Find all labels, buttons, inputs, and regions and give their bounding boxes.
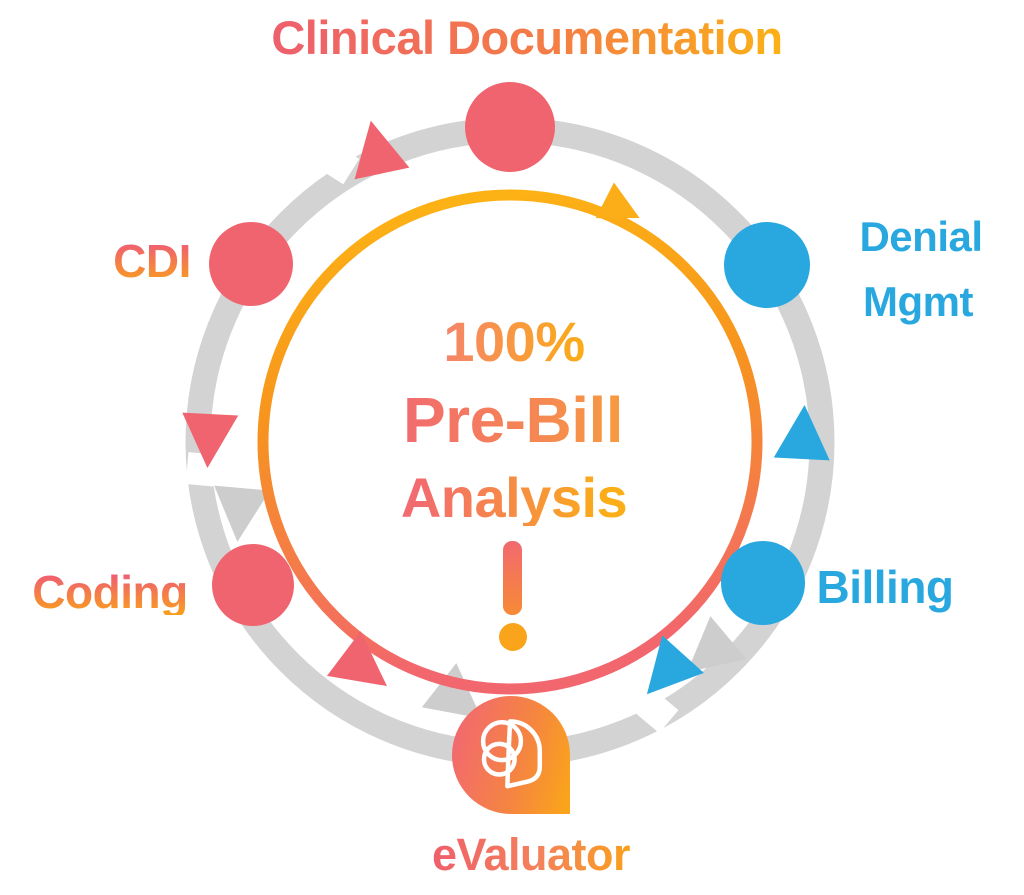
node-coding [212, 544, 294, 626]
pink-arrow-top-left-icon [354, 120, 410, 180]
gray-flow-chevrons [214, 485, 747, 719]
cycle-nodes [209, 82, 810, 626]
center-text-100-percent: 100% [443, 310, 585, 373]
gold-arrow-icon [595, 182, 640, 219]
gray-chevron-left-icon [214, 485, 270, 542]
label-coding: Coding [32, 566, 188, 618]
center-text-pre-bill: Pre-Bill [402, 384, 624, 456]
label-clinical-documentation: Clinical Documentation [271, 11, 783, 64]
gray-chevron-bottom-left-icon [421, 663, 482, 719]
evaluator-rings-logo-icon [480, 719, 543, 789]
label-billing: Billing [816, 561, 954, 613]
node-denial-mgmt [724, 222, 810, 308]
node-clinical-documentation [465, 82, 555, 172]
blue-arrow-right-icon [773, 405, 830, 461]
node-billing [721, 541, 805, 625]
blue-arrow-bottom-right-icon [646, 635, 704, 695]
gray-chevron-bottom-right-icon [687, 616, 747, 673]
label-mgmt: Mgmt [863, 278, 973, 325]
ring-gap-segments [185, 139, 679, 734]
flow-arrows [182, 120, 830, 695]
label-evaluator: eValuator [431, 829, 631, 880]
evaluator-logo-bubble [452, 696, 570, 814]
pink-arrow-left-icon [182, 412, 239, 468]
pink-arrow-bottom-left-icon [326, 631, 387, 687]
exclamation-mark [499, 541, 527, 651]
node-cdi [209, 222, 293, 306]
inner-gradient-ring [257, 189, 763, 695]
label-cdi: CDI [113, 235, 191, 287]
center-text-analysis: Analysis [400, 466, 628, 529]
label-denial: Denial [859, 213, 983, 260]
